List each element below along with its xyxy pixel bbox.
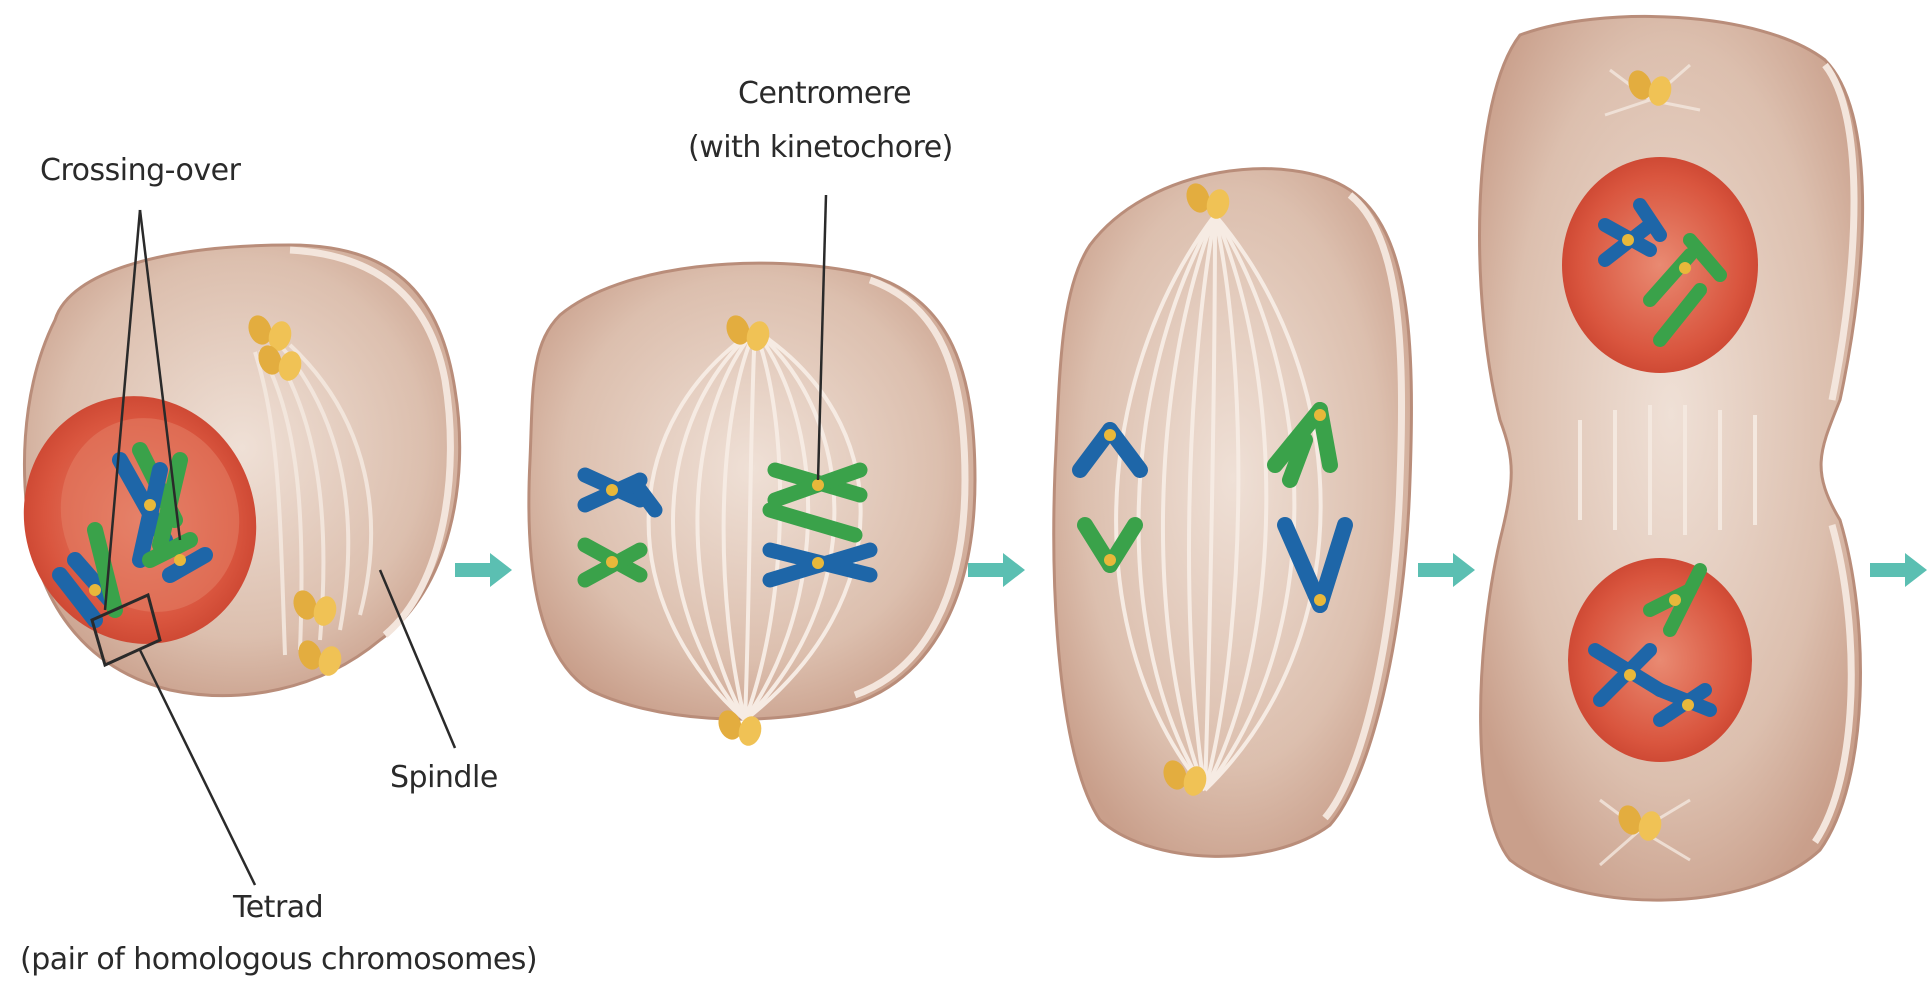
right-arrow-icon (968, 553, 1025, 587)
cell-prophase (0, 245, 460, 696)
tetrad-detail-label: (pair of homologous chromosomes) (20, 942, 537, 978)
cell-telophase (1480, 16, 1863, 900)
centromere-label: Centromere (738, 76, 911, 112)
centromere-detail-label: (with kinetochore) (688, 130, 953, 166)
spindle-label: Spindle (390, 760, 498, 796)
cell-metaphase (529, 263, 975, 748)
right-arrow-icon (1870, 553, 1927, 587)
right-arrow-icon (455, 553, 512, 587)
tetrad-label: Tetrad (233, 890, 323, 926)
right-arrow-icon (1418, 553, 1475, 587)
crossing-over-label: Crossing-over (40, 153, 240, 189)
cell-anaphase (1054, 169, 1412, 857)
